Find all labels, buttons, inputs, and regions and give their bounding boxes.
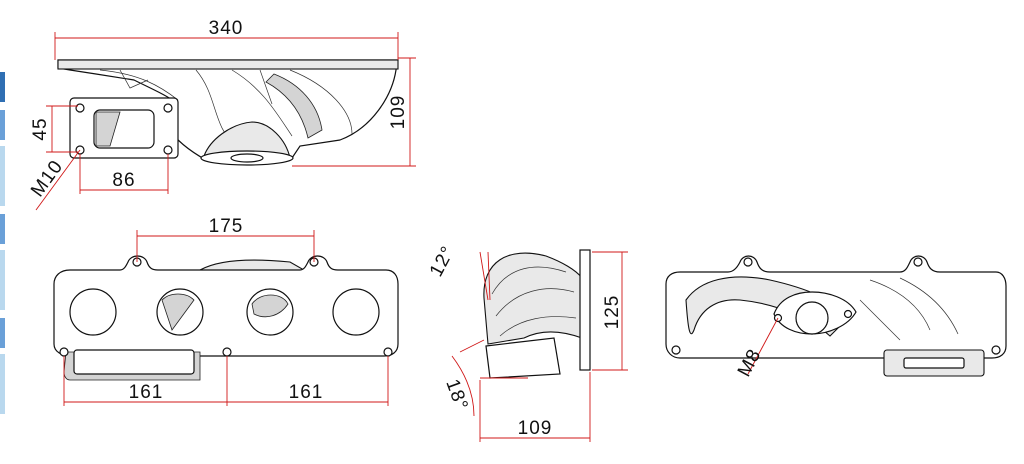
rear-view-contour	[859, 277, 959, 341]
dim-port-span: 175	[136, 216, 315, 262]
dim-label-height: 109	[388, 95, 409, 130]
stud-hole	[991, 345, 1001, 355]
stud-hole	[222, 347, 232, 357]
dim-left-half: 161	[63, 356, 228, 406]
edge-tab	[0, 250, 5, 310]
stud-hole	[913, 257, 923, 267]
side-view-head-flange	[579, 249, 591, 371]
edge-tab	[0, 146, 5, 206]
side-view-turbo-flange	[485, 337, 561, 379]
side-view: 12° 18° 125 109	[426, 242, 628, 442]
dim-height: 109	[292, 57, 416, 167]
dim-right-half: 161	[227, 356, 389, 406]
dim-label-overall-length: 340	[209, 18, 244, 39]
dim-side-depth: 109	[479, 372, 591, 442]
dim-label-flange-width: 86	[112, 170, 135, 191]
front-view: 175 161 161	[53, 216, 399, 406]
rear-view-turbo-slot	[903, 357, 965, 369]
edge-tab	[0, 72, 5, 102]
stud-hole	[671, 345, 681, 355]
wastegate-port	[795, 301, 829, 335]
runner-port-shadow	[161, 293, 195, 331]
dim-label-port-span: 175	[209, 216, 244, 237]
wastegate-port	[230, 153, 264, 163]
dim-label-side-height: 125	[602, 295, 623, 330]
stud-hole	[383, 347, 393, 357]
runner-port-shadow	[251, 294, 289, 318]
dim-thread-m10: M10	[27, 149, 81, 211]
wastegate-boss	[203, 121, 291, 159]
dim-label-flange-height: 45	[30, 117, 51, 140]
side-view-runner	[483, 252, 583, 345]
wastegate-stud	[843, 309, 853, 319]
top-view: 340 109 45 86 M10	[27, 18, 416, 211]
runner-port	[69, 288, 117, 336]
flange-bolt-hole	[163, 103, 173, 113]
dim-label-upper-angle: 12°	[426, 242, 459, 280]
dim-label-side-depth: 109	[518, 418, 553, 439]
edge-tab	[0, 110, 5, 140]
dim-overall-length: 340	[54, 18, 399, 60]
stud-hole	[59, 347, 69, 357]
front-view-flange-plate	[53, 255, 399, 357]
runner-port	[332, 288, 380, 336]
top-view-contour	[99, 69, 353, 147]
dim-flange-width: 86	[79, 154, 169, 194]
top-view-mounting-rail	[57, 59, 399, 70]
dim-upper-angle: 12°	[426, 242, 491, 301]
dim-label-right-half: 161	[289, 382, 324, 403]
dim-label-thread-m10: M10	[27, 156, 67, 201]
edge-tab	[0, 354, 5, 414]
edge-tab	[0, 318, 5, 348]
dim-flange-height: 45	[30, 105, 78, 153]
flange-bolt-hole	[163, 145, 173, 155]
stud-hole	[743, 257, 753, 267]
dim-side-height: 125	[592, 251, 628, 371]
turbo-port-shadow	[95, 111, 121, 147]
front-view-turbo-flange	[73, 349, 195, 375]
top-view-runner-shadow	[265, 73, 323, 139]
edge-tab	[0, 214, 5, 244]
rear-view: M8	[665, 255, 1007, 380]
flange-bolt-hole	[75, 103, 85, 113]
side-view-contour	[491, 266, 577, 337]
dim-label-left-half: 161	[129, 382, 164, 403]
